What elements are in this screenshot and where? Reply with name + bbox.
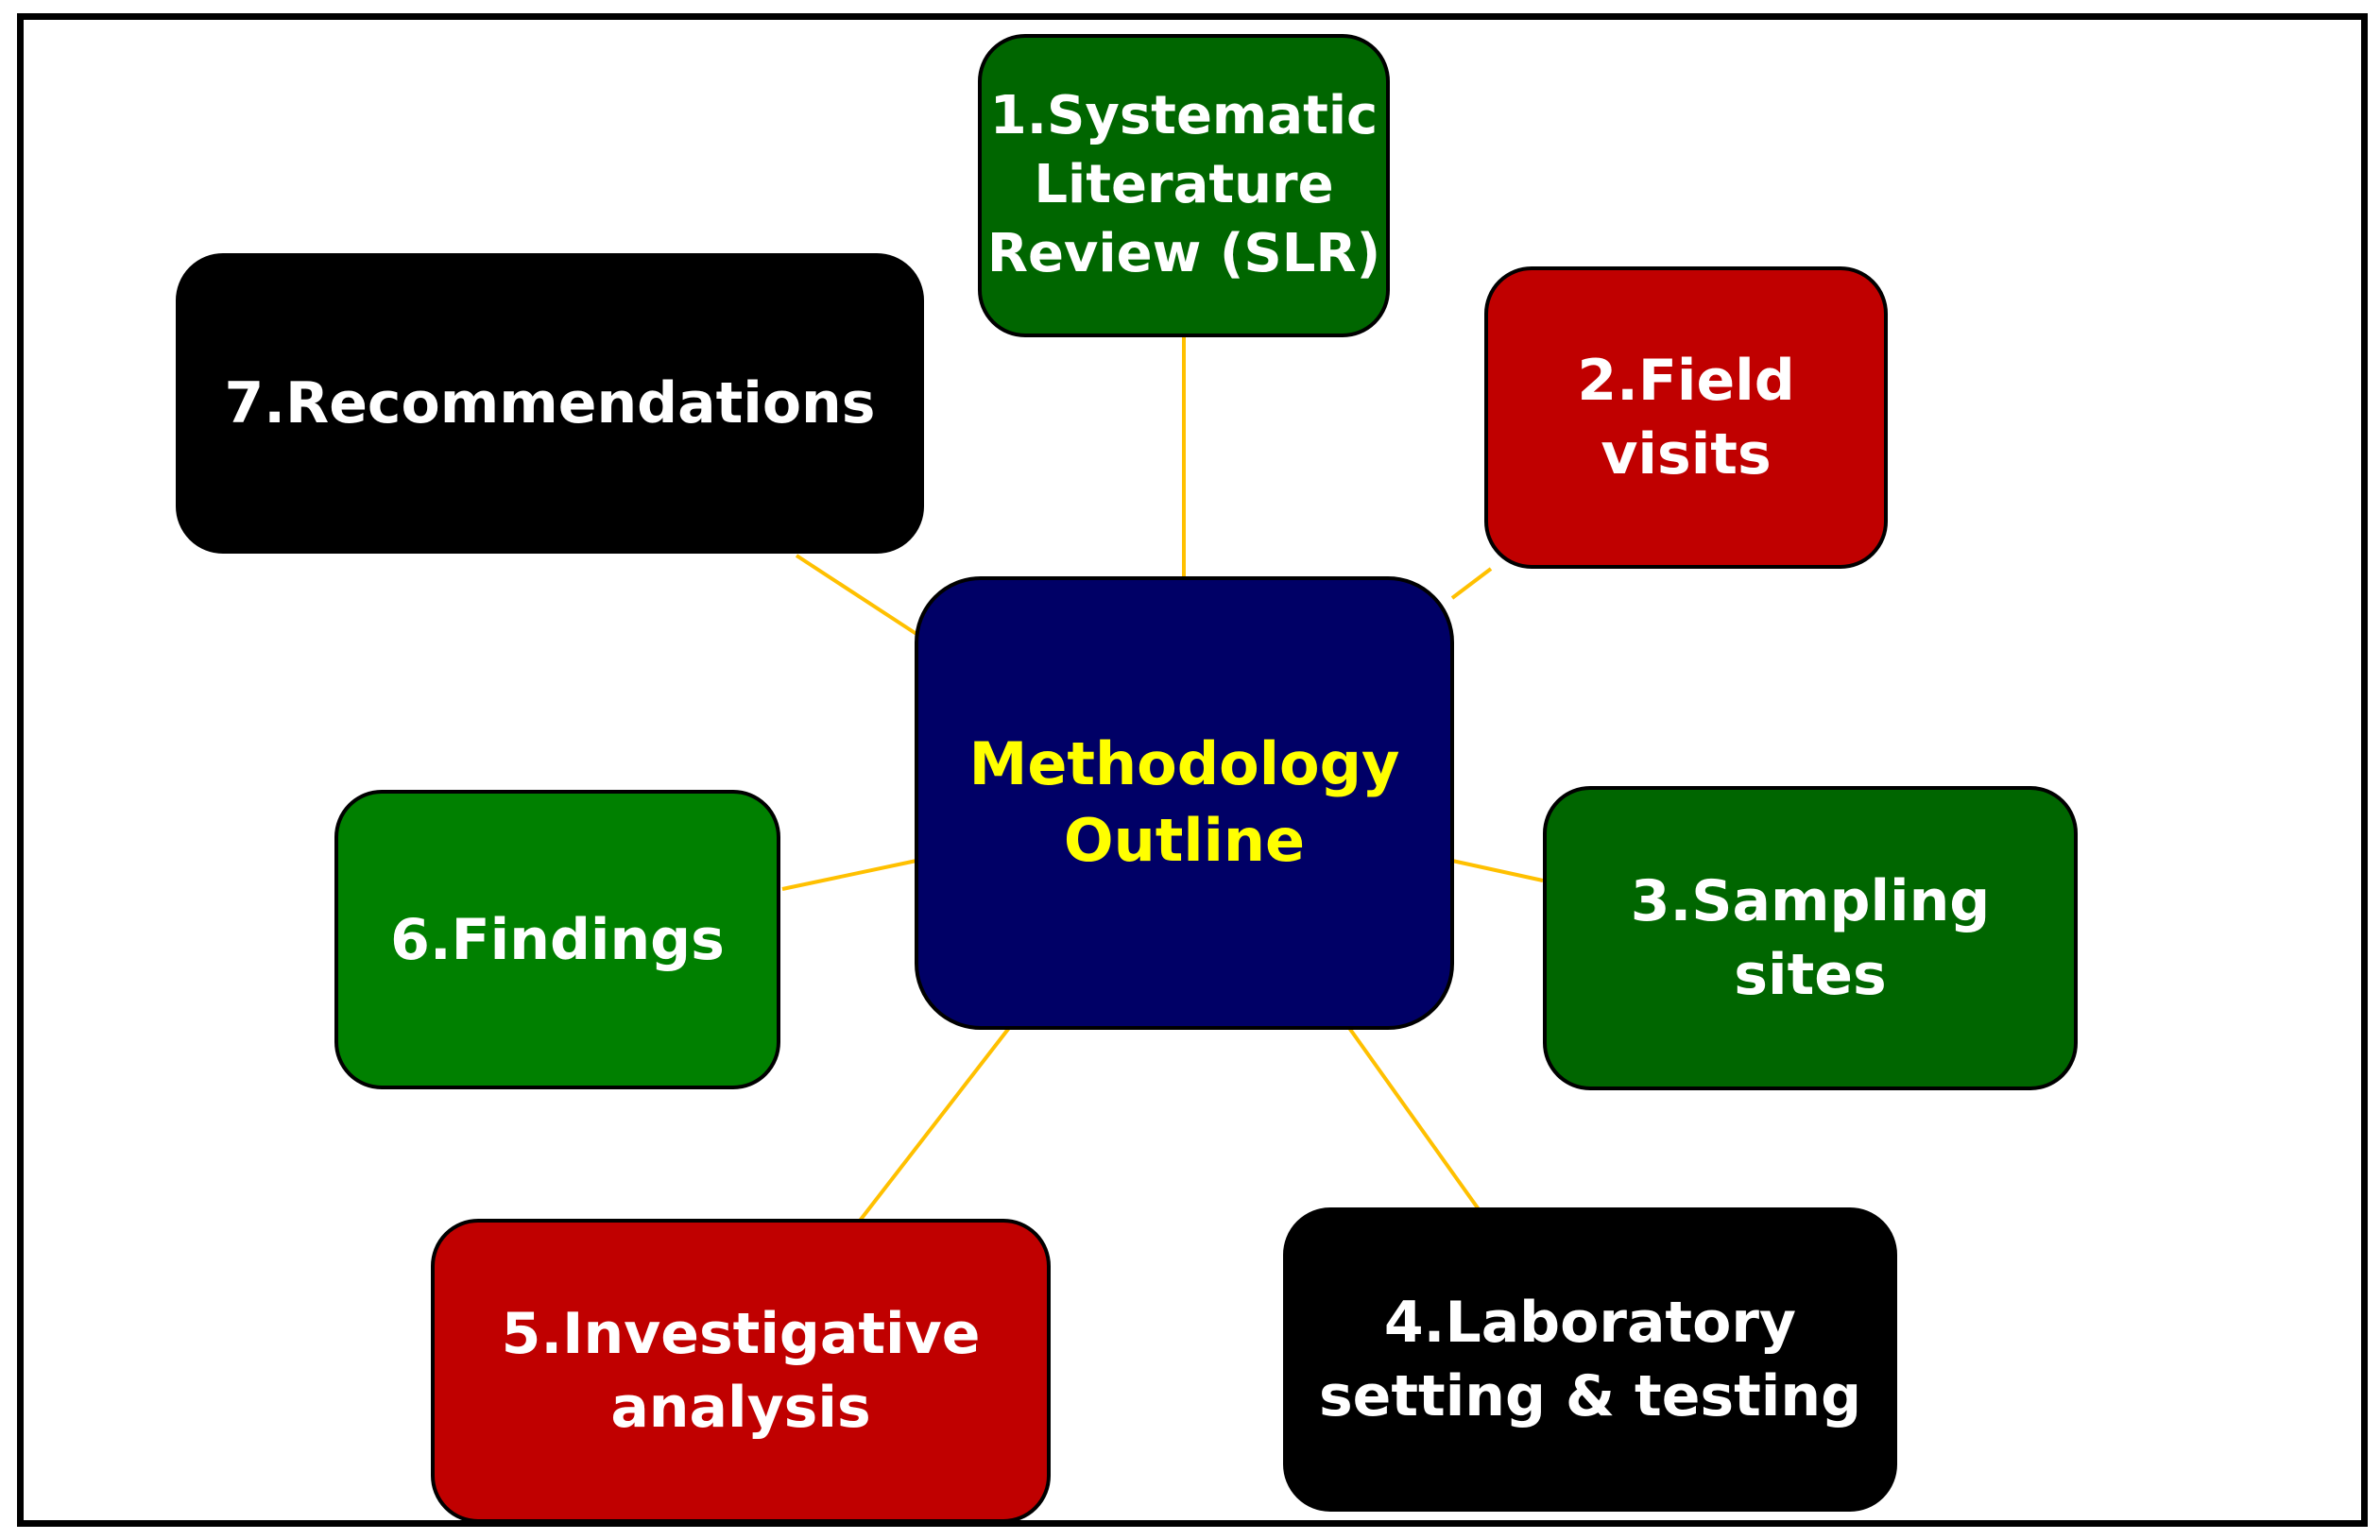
connector-center-node-7	[795, 554, 918, 636]
node-label: 7.Recommendations	[224, 370, 876, 436]
node-label: 6.Findings	[390, 906, 725, 973]
node-label: 3.Sampling sites	[1630, 868, 1991, 1008]
connector-center-node-2	[1450, 567, 1493, 600]
node-label: 4.Laboratory setting & testing	[1318, 1290, 1862, 1429]
connector-center-node-4	[1347, 1026, 1481, 1211]
connector-center-node-6	[781, 859, 917, 891]
node-recommendations: 7.Recommendations	[176, 253, 924, 554]
node-sampling-sites: 3.Sampling sites	[1543, 786, 2078, 1090]
center-node-methodology-outline: Methodology Outline	[915, 576, 1454, 1030]
node-systematic-literature-review: 1.Systematic Literature Review (SLR)	[978, 34, 1390, 337]
node-investigative-analysis: 5.Investigative analysis	[431, 1219, 1051, 1523]
center-node-label: Methodology Outline	[968, 729, 1400, 875]
node-findings: 6.Findings	[334, 790, 780, 1089]
node-label: 5.Investigative analysis	[501, 1301, 981, 1441]
connector-center-node-5	[858, 1026, 1011, 1223]
node-label: 2.Field visits	[1577, 348, 1795, 488]
node-laboratory-setting-testing: 4.Laboratory setting & testing	[1283, 1207, 1897, 1512]
node-label: 1.Systematic Literature Review (SLR)	[986, 85, 1381, 284]
node-field-visits: 2.Field visits	[1484, 266, 1888, 569]
connector-center-node-3	[1451, 859, 1544, 882]
